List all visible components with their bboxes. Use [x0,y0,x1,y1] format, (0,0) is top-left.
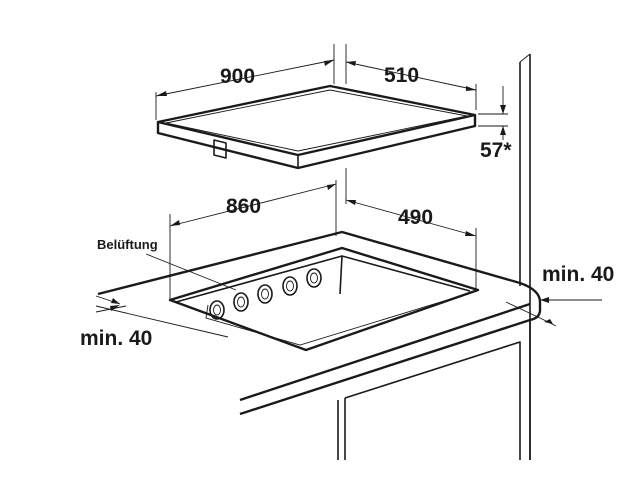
wall [519,53,531,460]
min-distance-right-label: min. 40 [542,263,615,286]
dim-glass-width [155,44,335,120]
cutout [168,246,480,352]
vent-hole-icon [233,292,249,312]
ventilation-leader [145,253,237,291]
vent-hole-icon [306,268,322,288]
dim-glass-depth [345,44,477,110]
vent-hole-icon [209,300,225,320]
vent-hole-icon [282,276,298,296]
dim-cutout-width [169,180,337,300]
glass-width-label: 900 [220,65,256,88]
dim-cutout-depth [345,199,477,292]
countertop [95,230,542,416]
vent-holes [209,268,322,320]
min-distance-left-label: min. 40 [80,327,153,350]
cutout-width-label: 860 [226,195,262,218]
dim-glass-height [478,86,508,140]
glass-cooktop [156,84,477,170]
glass-depth-label: 510 [384,64,420,87]
cutout-depth-label: 490 [398,206,434,229]
glass-height-label: 57* [480,139,512,162]
vent-hole-icon [257,284,273,304]
base-cabinet [337,320,531,460]
ventilation-label: Belüftung [97,237,158,252]
dim-min-right [505,297,602,327]
dim-min-left [95,295,127,313]
